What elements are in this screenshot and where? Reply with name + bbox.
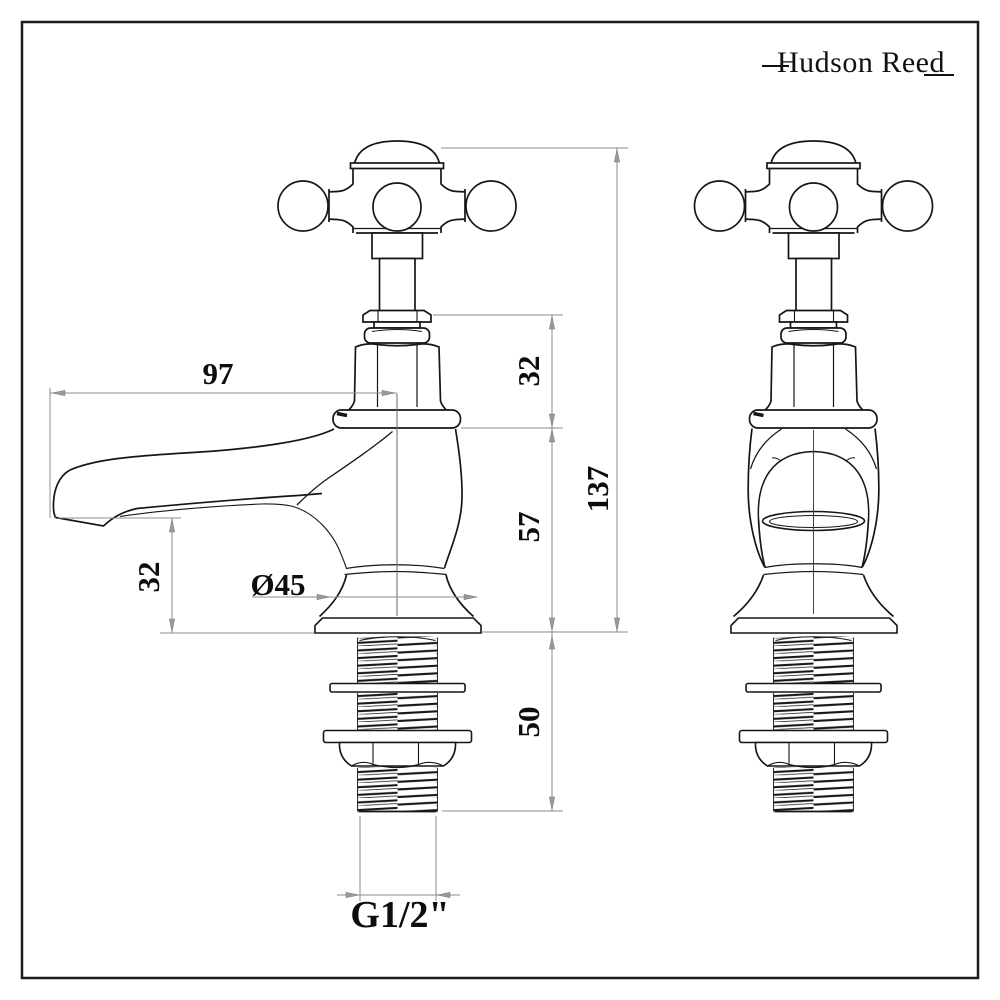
- tail-assembly: [730, 617, 898, 813]
- logo-rule-right: [924, 74, 954, 76]
- dimension-label-thread-size: G1/2": [350, 894, 450, 936]
- logo-rule-left: [762, 65, 789, 67]
- dimension-label-bonnet-height: 32: [511, 355, 546, 387]
- brand-logo: Hudson Reed: [777, 46, 945, 79]
- dimension-label-body-height: 57: [511, 511, 546, 543]
- border-frame: [20, 20, 980, 980]
- dimension-label-spout-reach: 97: [202, 356, 234, 391]
- cross-handle: [276, 139, 518, 430]
- cross-handle: [692, 139, 935, 430]
- faucet-side-view: [52, 139, 518, 813]
- dimension-lines: [49, 147, 628, 901]
- dimension-label-thread-length: 50: [511, 706, 546, 738]
- dimension-label-spout-clearance: 32: [131, 561, 166, 593]
- dimension-label-overall-height: 137: [580, 465, 615, 513]
- faucet-front-view: [692, 139, 935, 813]
- tail-assembly: [314, 617, 482, 813]
- dimension-label-base-diameter: Ø45: [250, 567, 306, 602]
- dimension-arrowheads: [51, 148, 621, 899]
